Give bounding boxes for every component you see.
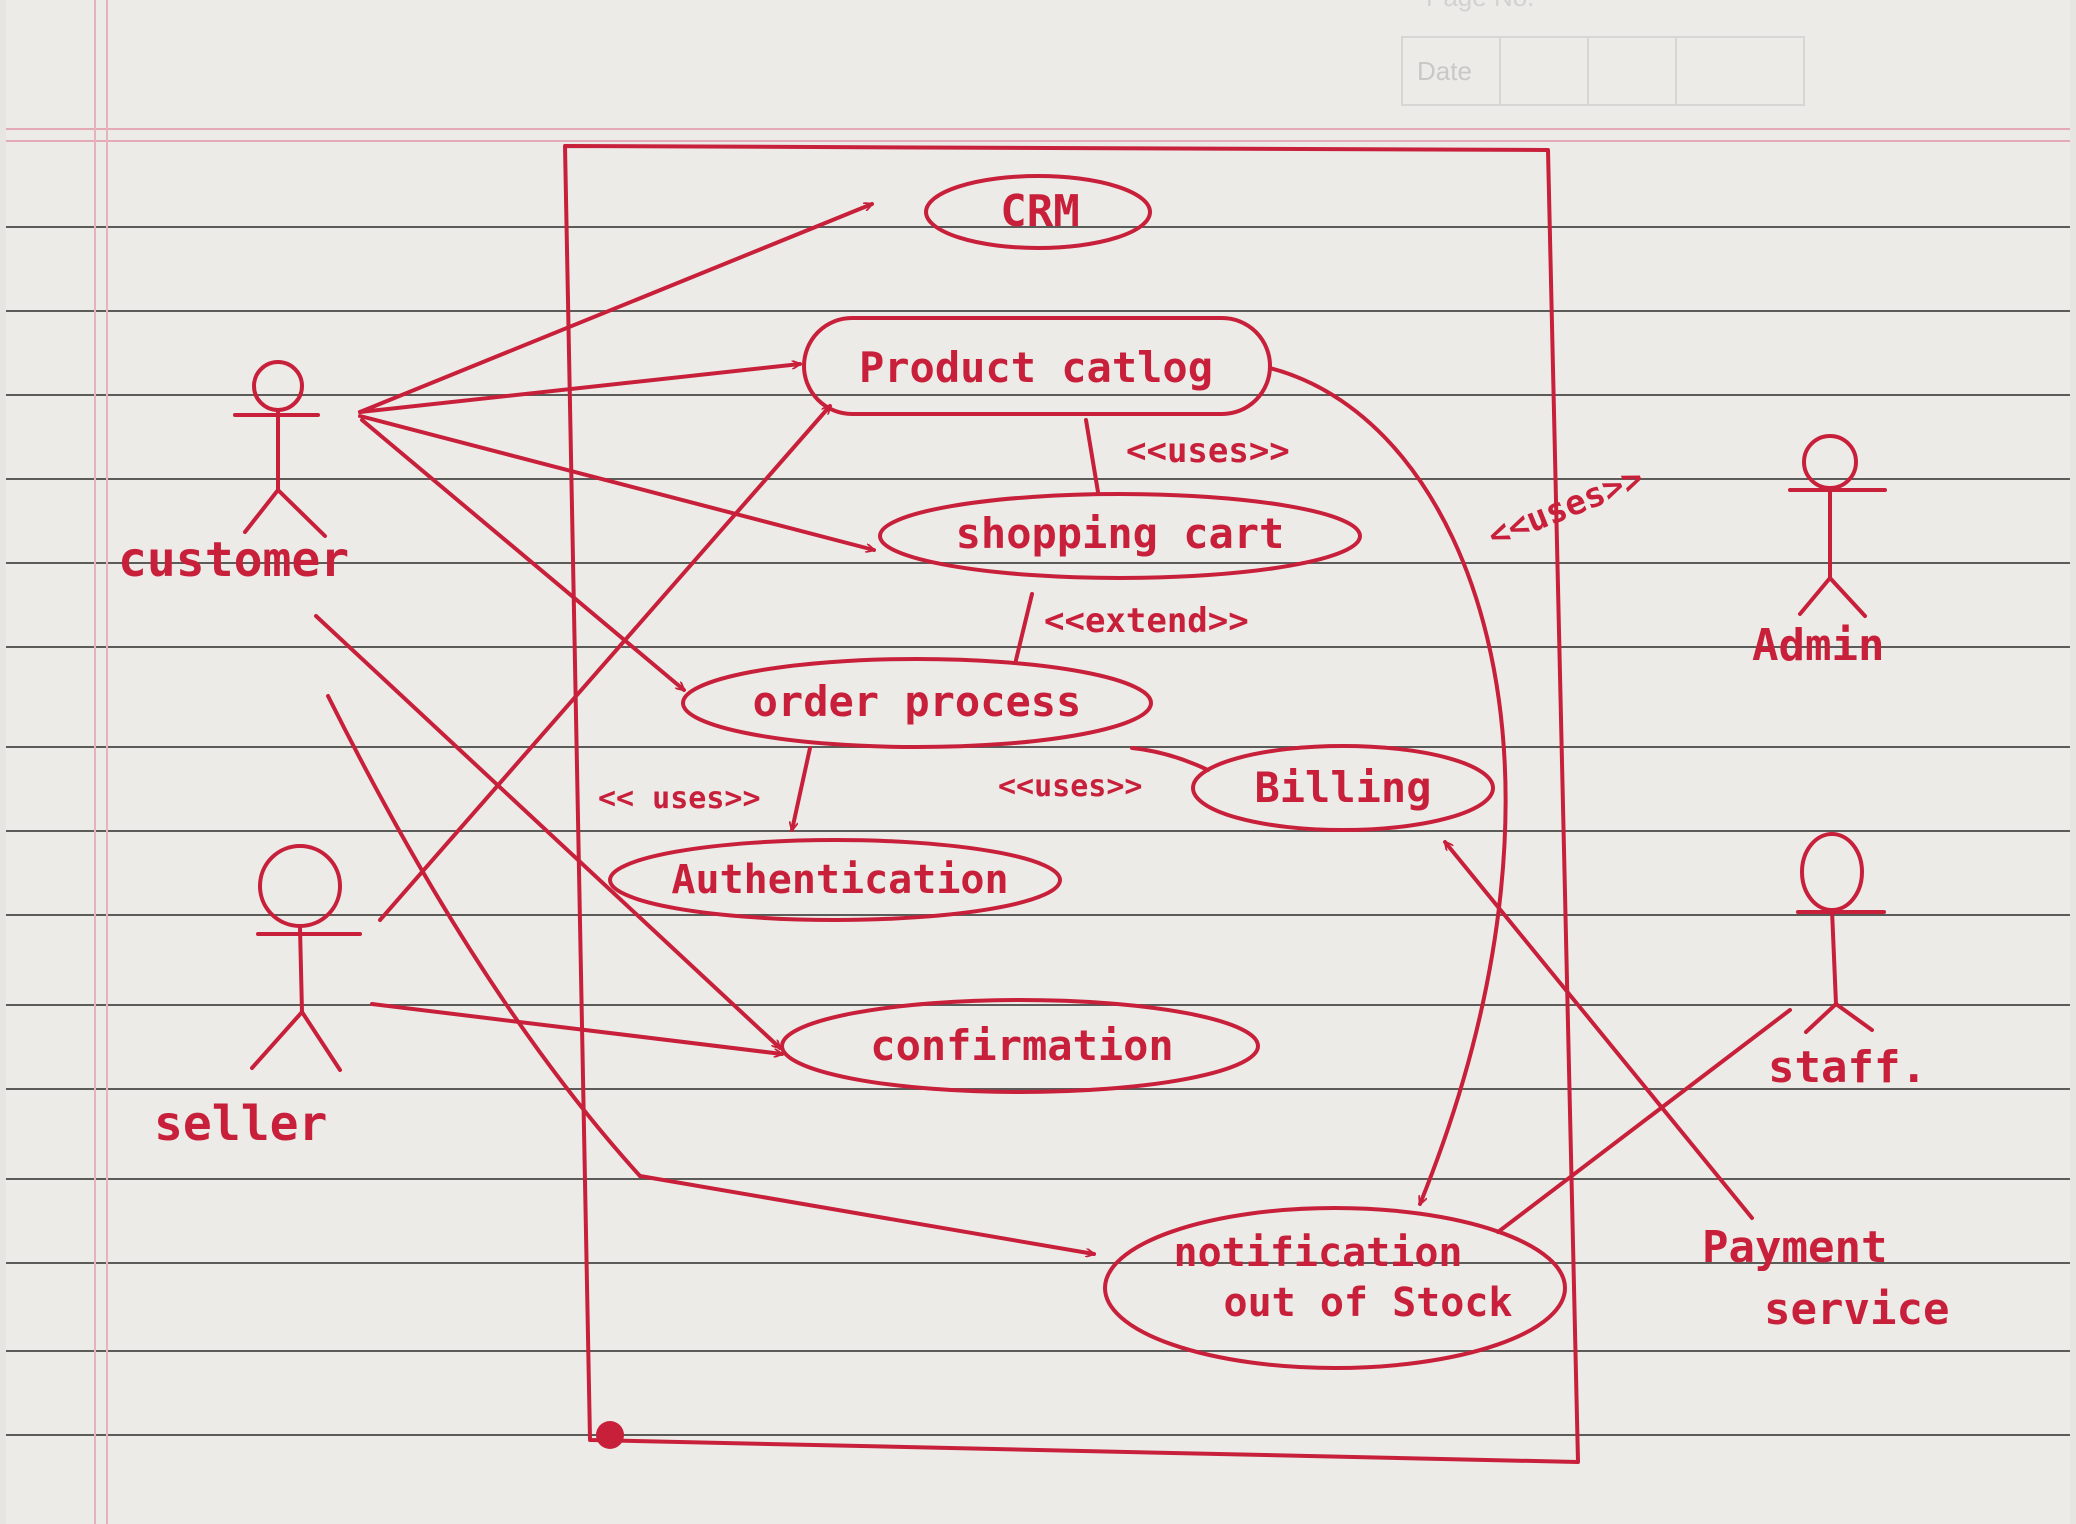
actor-admin-label: Admin — [1752, 620, 1884, 671]
usecase-authentication-label: Authentication — [671, 857, 1008, 903]
actor-payment-label-1: Payment — [1702, 1222, 1887, 1273]
ruled-line — [6, 1088, 2070, 1090]
date-label: Date — [1417, 56, 1472, 86]
page-number-label: Page No. — [1426, 0, 1534, 13]
usecase-shopping-cart-label: shopping cart — [956, 509, 1285, 558]
usecase-billing-ellipse — [1191, 744, 1495, 832]
rel-catalog-notification-uses — [1268, 366, 1508, 1204]
date-box: Date — [1401, 36, 1805, 106]
usecase-crm-label: CRM — [1000, 186, 1079, 237]
actor-staff-label: staff. — [1768, 1042, 1927, 1093]
assoc-seller-catalog — [378, 406, 832, 922]
ink-blot — [596, 1421, 624, 1449]
usecase-shopping-cart-ellipse — [878, 492, 1362, 580]
ruled-line — [6, 830, 2070, 832]
ruled-line — [6, 1178, 2070, 1180]
usecase-billing-label: Billing — [1254, 763, 1431, 812]
assoc-seller-notification — [638, 1174, 1096, 1254]
usecase-crm-ellipse — [924, 174, 1152, 250]
actor-seller-label: seller — [154, 1096, 327, 1152]
ruled-line — [6, 478, 2070, 480]
ruled-line — [6, 226, 2070, 228]
ruled-line — [6, 646, 2070, 648]
assoc-customer-cart — [358, 414, 876, 550]
ruled-line — [6, 1350, 2070, 1352]
usecase-notification-label-2: out of Stock — [1224, 1280, 1513, 1326]
rel-order-auth-uses — [792, 746, 812, 832]
left-margin-line — [106, 0, 108, 1524]
usecase-authentication-ellipse — [608, 838, 1062, 922]
stereotype-extend-cart-order: <<extend>> — [1044, 601, 1249, 641]
assoc-customer-crm — [358, 202, 872, 414]
rel-catalog-cart-uses — [1084, 418, 1100, 494]
ruled-line — [6, 746, 2070, 748]
usecase-notification-label-1: notification — [1174, 1230, 1463, 1276]
assoc-customer-catalog — [358, 364, 802, 414]
ruled-line — [6, 1004, 2070, 1006]
ruled-line — [6, 1262, 2070, 1264]
usecase-notification-ellipse — [1103, 1206, 1567, 1370]
usecase-product-catalog-shape — [802, 316, 1272, 416]
stereotype-uses-catalog-notification: <<uses>> — [1482, 458, 1649, 556]
top-margin-line — [6, 128, 2070, 130]
stereotype-uses-order-auth: << uses>> — [598, 781, 761, 816]
actor-customer-label: customer — [118, 532, 349, 588]
assoc-payment-billing — [1443, 842, 1754, 1220]
usecase-confirmation-label: confirmation — [870, 1021, 1173, 1070]
assoc-customer-order — [360, 418, 684, 692]
actor-admin — [1788, 434, 1887, 618]
left-margin-line — [94, 0, 96, 1524]
stereotype-uses-order-billing: <<uses>> — [998, 769, 1143, 804]
ruled-line — [6, 1434, 2070, 1436]
actor-payment-label-2: service — [1764, 1284, 1949, 1335]
assoc-customer-notification-branch — [326, 694, 642, 1178]
ruled-line — [6, 914, 2070, 916]
rel-order-billing-uses — [1130, 746, 1210, 772]
usecase-product-catalog-label: Product catlog — [859, 343, 1213, 392]
assoc-staff-notification — [1496, 1008, 1792, 1234]
notebook-paper: Page No. Date — [6, 0, 2070, 1524]
usecase-order-process-ellipse — [681, 657, 1153, 749]
usecase-order-process-label: order process — [753, 677, 1082, 726]
rel-cart-order-extend — [1014, 592, 1034, 662]
assoc-seller-confirmation — [370, 1002, 784, 1054]
assoc-customer-confirmation — [314, 614, 780, 1050]
actor-customer — [233, 360, 327, 538]
system-boundary — [563, 144, 1580, 1464]
actor-seller — [250, 844, 362, 1072]
actor-staff — [1796, 832, 1886, 1034]
ruled-line — [6, 394, 2070, 396]
stereotype-uses-catalog-cart: <<uses>> — [1126, 431, 1290, 471]
top-margin-line — [6, 140, 2070, 142]
ruled-line — [6, 562, 2070, 564]
ruled-line — [6, 310, 2070, 312]
